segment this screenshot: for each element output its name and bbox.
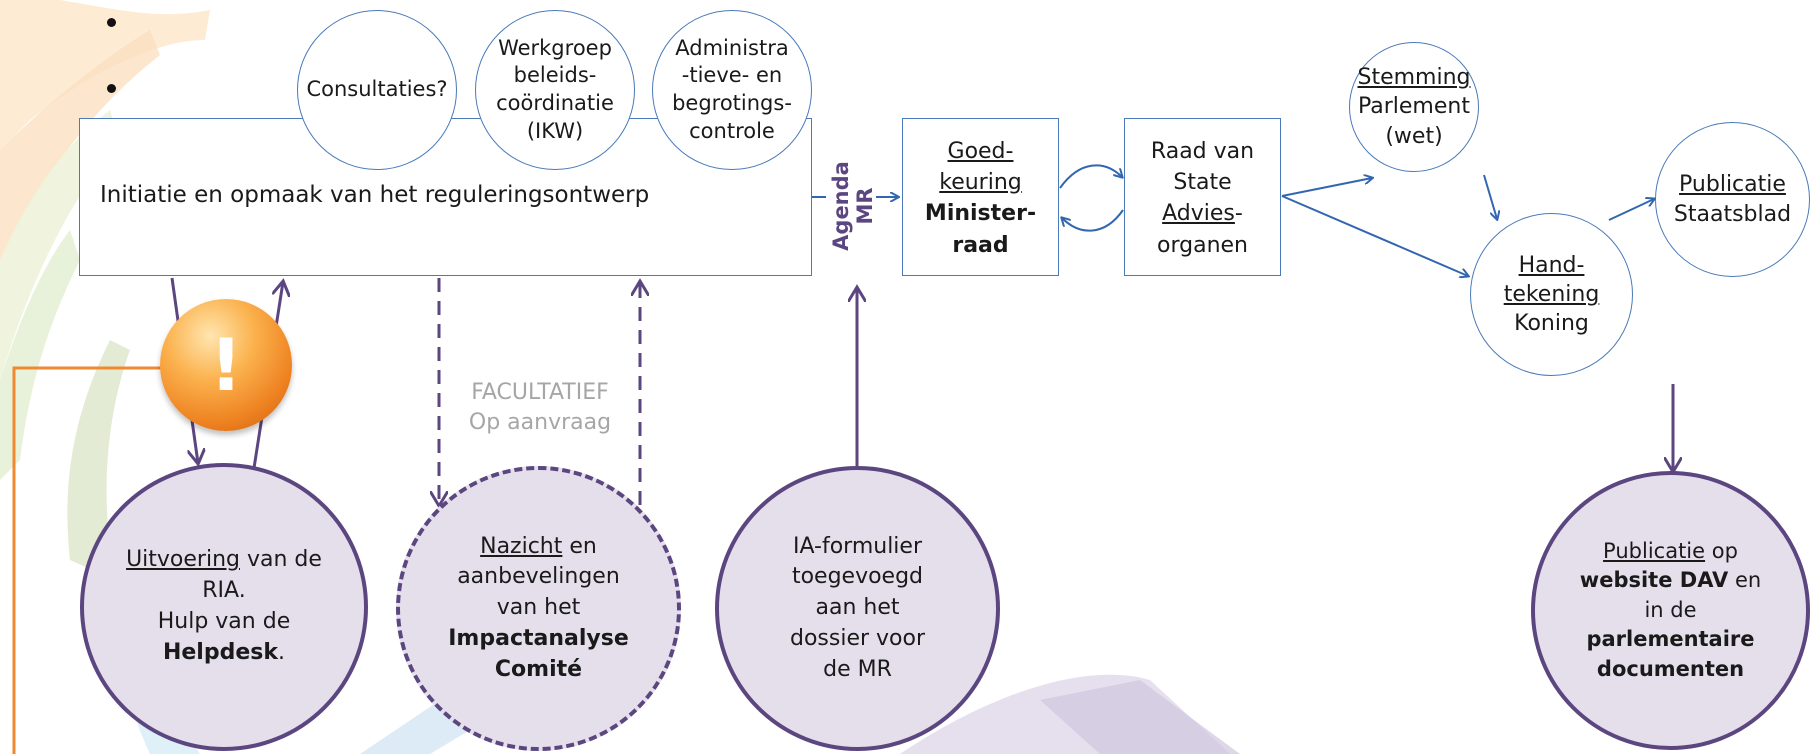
stemming-line: Parlement [1357,94,1470,120]
werkgroep-line: Werkgroep [498,35,612,60]
publicatie-bottom-line: in de [1644,597,1697,622]
ia-line: dossier voor [789,625,926,651]
exclamation-icon: ! [160,299,292,431]
raad-line: organen [1157,232,1248,258]
consultaties-label: Consultaties? [306,77,448,102]
initiation-box [79,118,812,276]
goedkeuring-box: Goed- keuring Minister- raad [902,118,1059,276]
uitvoering-u: Uitvoering [126,547,240,573]
arrow-handtekening-to-publicatie [1608,199,1654,221]
raad-advies: Advies [1162,201,1235,227]
stemming-line: Stemming [1357,65,1471,91]
ia-formulier-circle: IA-formulier toegevoegd aan het dossier … [715,466,1000,751]
administratieve-line: Administra [675,35,789,60]
bullet-dot [107,18,116,27]
arrow-raad-to-stemming [1281,178,1372,197]
administratieve-line: begrotings- [672,91,792,115]
goedkeuring-line: keuring [939,170,1022,196]
publicatie-bottom-en: en [1728,568,1762,593]
publicatie-bottom-line: parlementaire [1586,627,1755,652]
uitvoering-rest: van de [239,547,322,573]
nazicht-line: van het [496,595,581,621]
facultatief-label: FACULTATIEF Op aanvraag [450,378,630,437]
website-dav-label: website DAV [1579,568,1729,593]
publicatie-bottom-rest: op [1705,539,1738,564]
uitvoering-dot: . [278,639,285,665]
uitvoering-line: Hulp van de [157,609,291,634]
bullet-dot [107,84,116,93]
facultatief-line: FACULTATIEF [471,380,609,405]
exclamation-symbol: ! [209,323,243,407]
publicatie-bottom-u: Publicatie [1603,539,1706,564]
administratieve-line: -tieve- en [681,63,783,88]
consultaties-circle: Consultaties? [297,10,457,170]
werkgroep-line: beleids- [513,63,597,88]
ia-line: toegevoegd [791,564,924,590]
handtekening-line: Hand- [1518,252,1585,278]
arrow-stemming-to-handtekening [1483,174,1497,219]
helpdesk-label: Helpdesk [162,639,278,665]
ia-line: de MR [823,656,892,682]
nazicht-u: Nazicht [480,533,563,559]
raad-line: Raad van [1150,139,1255,164]
initiation-label: Initiatie en opmaak van het reguleringso… [100,182,650,208]
administratieve-line: controle [689,118,775,143]
stemming-line: (wet) [1385,123,1443,149]
handtekening-circle: Hand- tekening Koning [1470,213,1633,376]
uitvoering-line: RIA. [202,578,246,604]
handtekening-line: tekening [1503,281,1600,307]
facultatief-line: Op aanvraag [468,409,612,435]
nazicht-rest: en [562,533,597,559]
ia-line: aan het [815,595,900,621]
uitvoering-circle: Uitvoering van de RIA. Hulp van de Helpd… [80,463,368,751]
werkgroep-line: coördinatie [496,91,614,115]
goedkeuring-line: Minister- [924,201,1037,227]
raad-advies-dash: - [1234,201,1243,227]
publicatie-top-line: Publicatie [1679,172,1786,198]
nazicht-line: aanbevelingen [457,564,620,590]
raad-line: State [1173,170,1232,196]
orange-bracket-line [12,366,165,754]
nazicht-circle: Nazicht en aanbevelingen van het Impacta… [396,466,681,751]
administratieve-circle: Administra -tieve- en begrotings- contro… [652,10,812,170]
arrow-raad-to-handtekening [1281,195,1468,276]
nazicht-line: Impactanalyse [448,625,629,651]
werkgroep-line: (IKW) [526,118,584,143]
raad-van-state-box: Raad van State Advies- organen [1124,118,1281,276]
publicatie-dav-circle: Publicatie op website DAV en in de parle… [1531,471,1810,750]
nazicht-line: Comité [494,656,583,682]
publicatie-top-line: Staatsblad [1673,201,1792,227]
goedkeuring-line: raad [952,232,1009,258]
stemming-circle: Stemming Parlement (wet) [1349,42,1479,172]
goedkeuring-line: Goed- [947,139,1014,164]
werkgroep-circle: Werkgroep beleids- coördinatie (IKW) [475,10,635,170]
arrow-goedkeuring-to-raad [1059,164,1122,189]
arrow-raad-to-goedkeuring [1062,209,1124,232]
handtekening-line: Koning [1514,311,1589,337]
publicatie-bottom-line: documenten [1596,656,1745,681]
ia-line: IA-formulier [792,533,923,559]
